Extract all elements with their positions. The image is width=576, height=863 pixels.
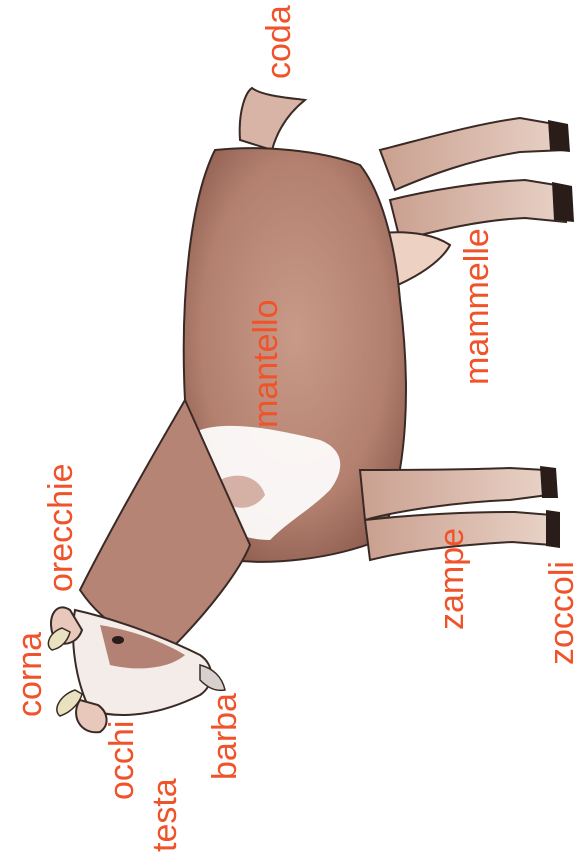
label-zoccoli: zoccoli	[545, 561, 576, 665]
label-coda: coda	[262, 5, 296, 79]
label-testa: testa	[148, 778, 182, 852]
goat-tail	[240, 88, 305, 150]
label-mantello: mantello	[249, 299, 283, 428]
label-mammelle: mammelle	[460, 228, 494, 385]
label-zampe: zampe	[435, 528, 469, 630]
goat-eye	[112, 636, 124, 644]
label-orecchie: orecchie	[44, 463, 78, 592]
label-corna: corna	[13, 632, 47, 717]
label-occhi: occhi	[105, 721, 139, 800]
goat-back-leg-left	[380, 118, 565, 190]
label-barba: barba	[208, 693, 242, 780]
